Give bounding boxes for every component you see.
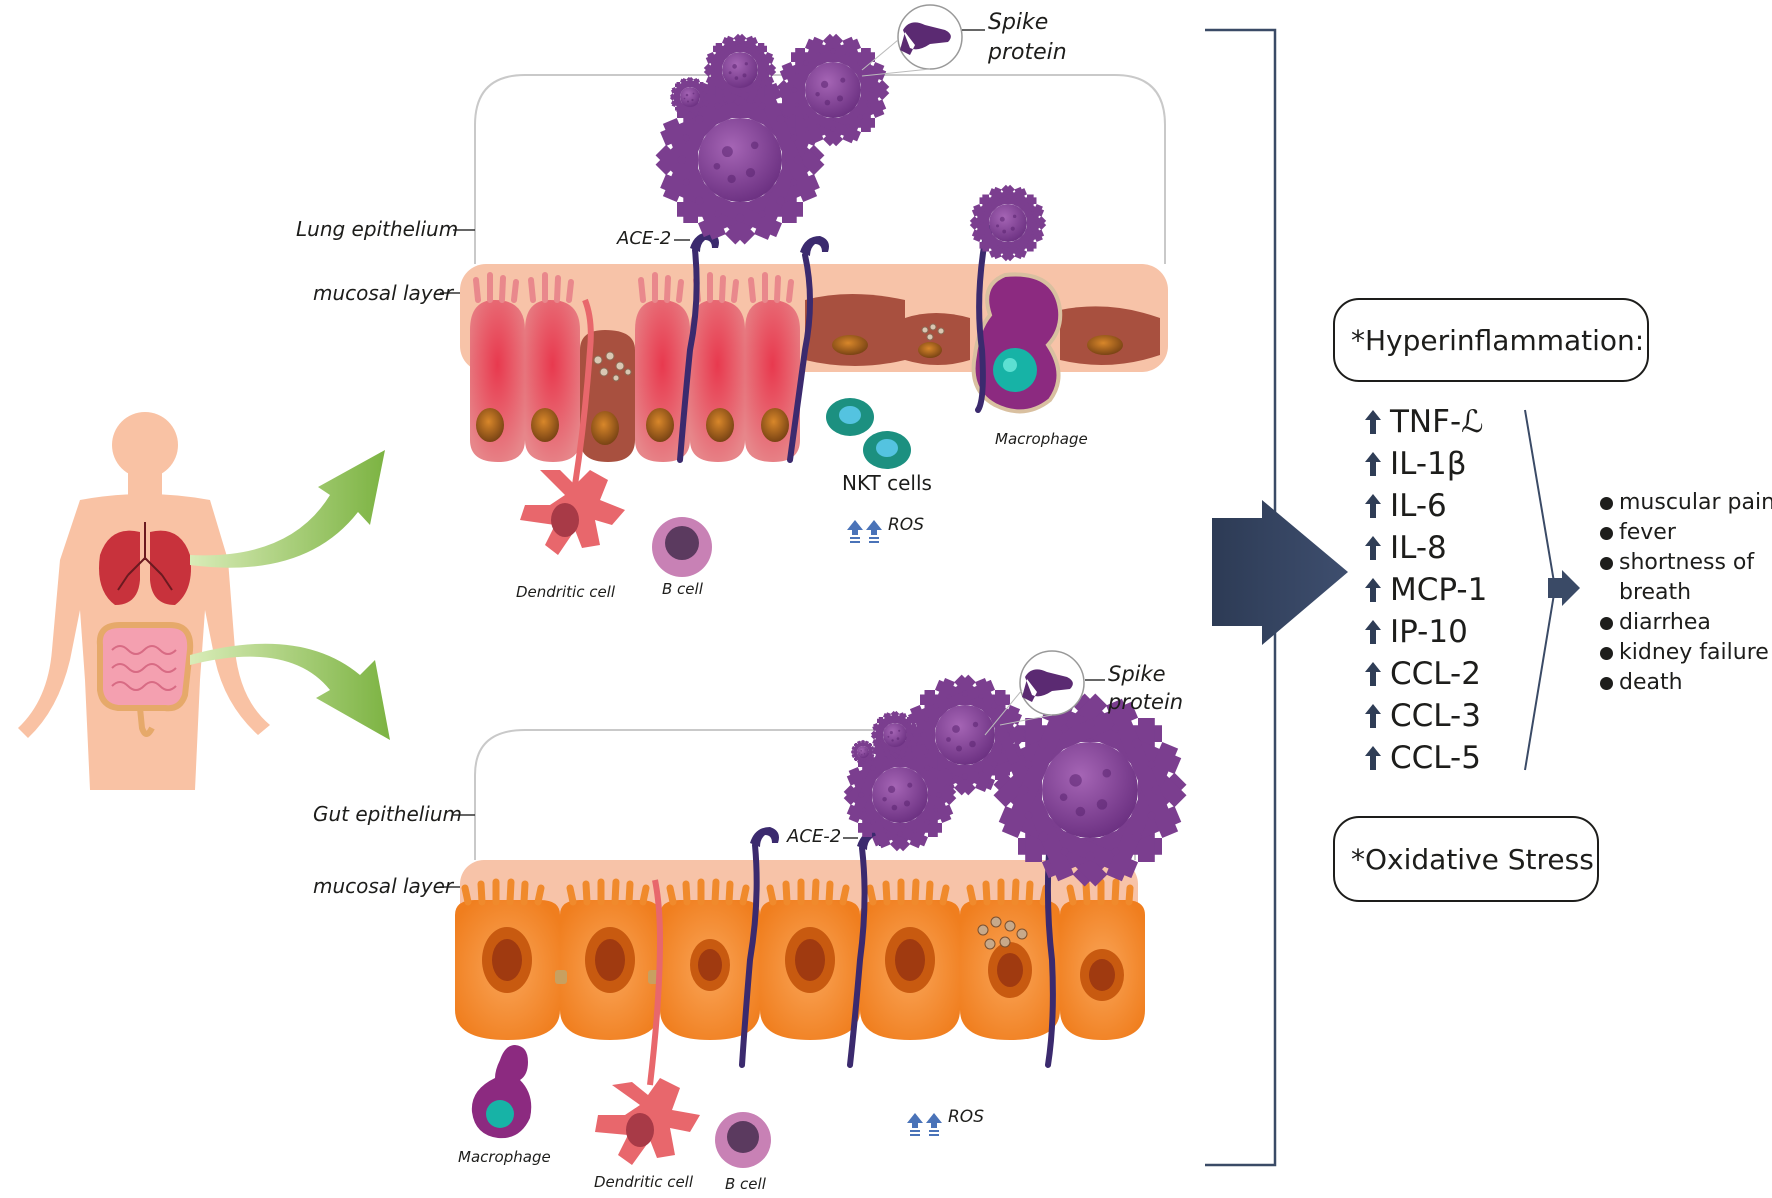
symptom-item: breath (1619, 580, 1691, 605)
symptom-item: diarrhea (1600, 610, 1711, 635)
nkt-cells-label: NKT cells (842, 471, 932, 495)
gut-epithelial-cells (455, 878, 1145, 1040)
lung-macrophage-label: Macrophage (995, 430, 1088, 448)
up-arrow-icon (1365, 452, 1381, 476)
gut-bcell-label: B cell (725, 1175, 766, 1193)
bullet-icon (1600, 496, 1613, 510)
gut-ros-label: ROS (948, 1107, 984, 1127)
cytokine-label: MCP-1 (1390, 572, 1488, 608)
gut-ros-arrows (907, 1113, 942, 1136)
gut-macrophage (471, 1045, 532, 1139)
cytokine-label: CCL-2 (1390, 656, 1481, 692)
symptom-item: shortness of (1600, 550, 1754, 575)
symptom-item: muscular pain (1600, 490, 1772, 515)
symptom-label: diarrhea (1619, 610, 1711, 635)
gut-ace2-label: ACE-2 (787, 826, 842, 847)
gut-macrophage-label: Macrophage (458, 1148, 551, 1166)
bullet-icon (1600, 526, 1613, 540)
symptom-item: kidney failure (1600, 640, 1769, 665)
gut-dendritic-label: Dendritic cell (594, 1173, 694, 1191)
lung-panel (440, 4, 1168, 577)
cytokine-label: IL-8 (1390, 530, 1447, 566)
gut-epithelium-label: Gut epithelium (313, 802, 463, 826)
up-arrow-icon (1365, 410, 1381, 434)
lung-ace2-label: ACE-2 (617, 228, 672, 249)
symptom-label: death (1619, 670, 1683, 695)
up-arrow-icon (1365, 704, 1381, 728)
arrow-to-lung (190, 450, 385, 568)
gut-b-cell (715, 1112, 771, 1168)
cytokine-row: IL-1β (1362, 446, 1467, 482)
cytokine-row: TNF-ℒ (1362, 404, 1483, 440)
cytokine-row: IP-10 (1362, 614, 1468, 650)
cytokine-row: IL-6 (1362, 488, 1447, 524)
lung-dendritic-cell (520, 298, 625, 555)
cytokine-row: CCL-2 (1362, 656, 1481, 692)
gut-spike-label: Spike protein (1108, 662, 1184, 714)
arrow-to-gut (190, 643, 390, 740)
cytokine-label: CCL-5 (1390, 740, 1481, 776)
lung-spike-label: Spike protein (988, 10, 1067, 65)
gut-mucosal-label: mucosal layer (313, 874, 454, 898)
up-arrow-icon (1365, 536, 1381, 560)
cytokine-label: TNF-ℒ (1390, 404, 1484, 440)
lung-ace2-receptors (677, 237, 988, 463)
lung-mucosal-label: mucosal layer (313, 281, 454, 305)
lung-macrophage (971, 272, 1063, 414)
symptom-item: fever (1600, 520, 1676, 545)
up-arrow-icon (1365, 746, 1381, 770)
symptom-label: breath (1619, 580, 1692, 605)
gut-panel (440, 651, 1161, 1168)
bullet-icon (1600, 676, 1613, 690)
lungs-icon (99, 530, 140, 605)
up-arrow-icon (1365, 494, 1381, 518)
symptom-label: shortness of (1619, 550, 1755, 575)
oxidative-stress-box: *Oxidative Stress (1333, 816, 1599, 902)
symptom-label: fever (1619, 520, 1676, 545)
symptom-label: kidney failure (1619, 640, 1769, 665)
lung-ros-arrows (847, 520, 882, 543)
big-arrow-icon (1212, 500, 1348, 645)
bullet-icon (1600, 646, 1613, 660)
cytokine-label: IL-1β (1390, 446, 1467, 482)
lung-ros-label: ROS (888, 515, 924, 535)
cytokine-row: CCL-3 (1362, 698, 1481, 734)
human-body-figure (18, 412, 270, 790)
nkt-cells (826, 398, 911, 469)
gut-dendritic-cell (595, 879, 700, 1165)
cytokine-label: CCL-3 (1390, 698, 1481, 734)
symptom-item: death (1600, 670, 1683, 695)
up-arrow-icon (1365, 578, 1381, 602)
hyperinflammation-box: *Hyperinflammation: (1333, 298, 1649, 382)
lung-bcell-label: B cell (662, 580, 703, 598)
small-arrow-icon (1548, 570, 1580, 606)
cytokine-label: IL-6 (1390, 488, 1447, 524)
up-arrow-icon (1365, 662, 1381, 686)
up-arrow-icon (1365, 620, 1381, 644)
lung-dendritic-label: Dendritic cell (516, 583, 616, 601)
bullet-icon (1600, 616, 1613, 630)
bullet-icon (1600, 556, 1613, 570)
cytokine-label: IP-10 (1390, 614, 1468, 650)
cytokine-row: CCL-5 (1362, 740, 1481, 776)
lung-epithelium-label: Lung epithelium (296, 217, 459, 241)
lung-epithelial-cells (470, 272, 1160, 462)
lung-b-cell (652, 517, 712, 577)
cytokine-row: IL-8 (1362, 530, 1447, 566)
symptom-label: muscular pain (1619, 490, 1772, 515)
cytokine-row: MCP-1 (1362, 572, 1487, 608)
